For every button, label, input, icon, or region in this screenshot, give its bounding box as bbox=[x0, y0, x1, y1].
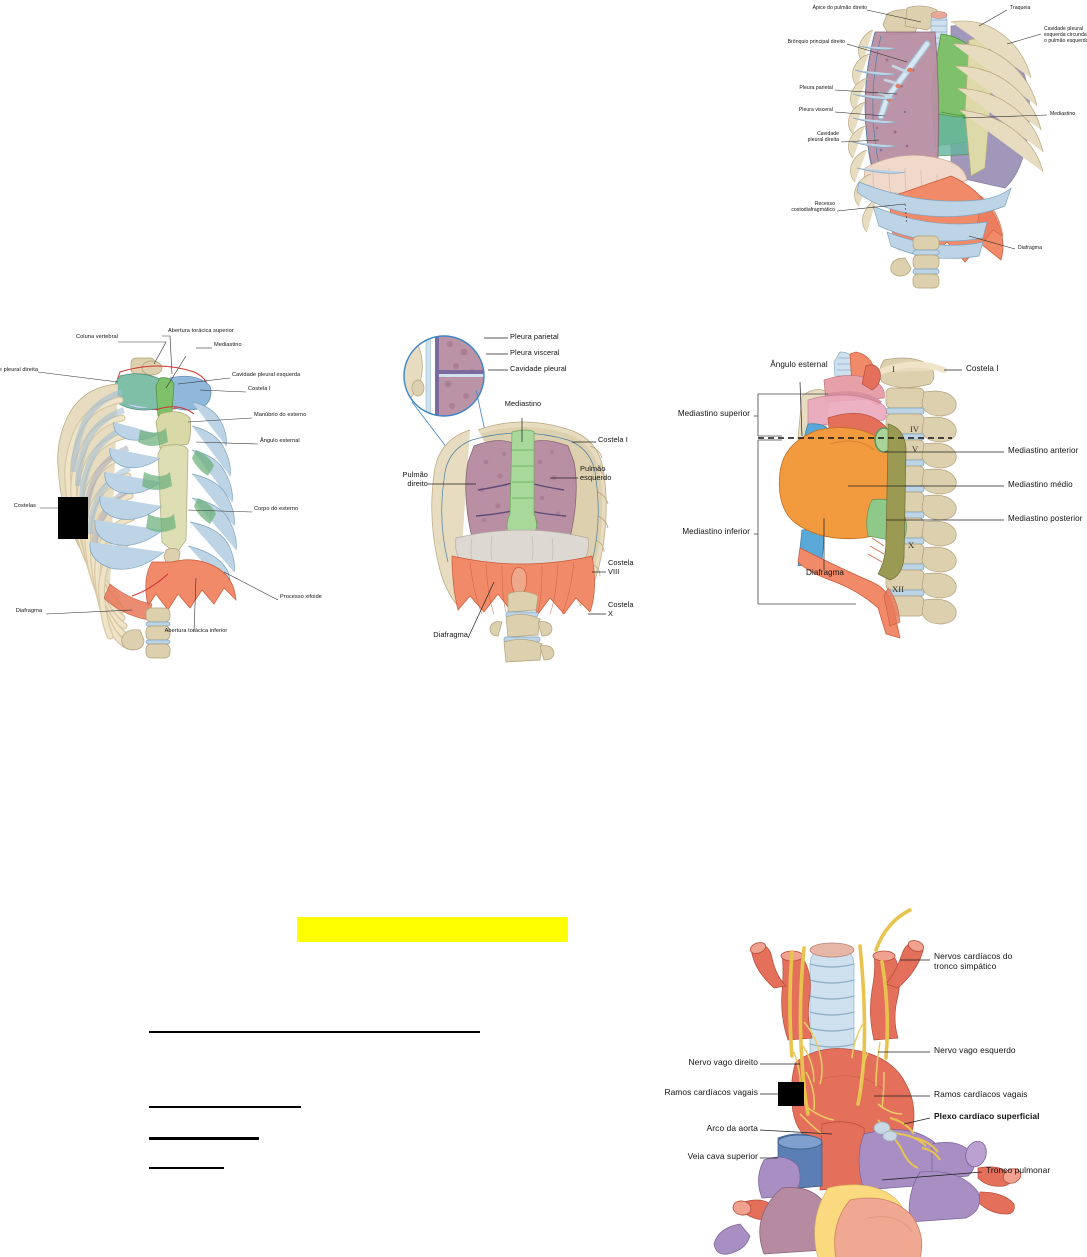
label-diafragma-4: Diafragma bbox=[805, 568, 845, 577]
label-mediastino-3: Mediastino bbox=[504, 399, 542, 408]
label-pleura-parietal: Pleura parietal bbox=[799, 85, 833, 91]
pleural-cavities-illustration bbox=[834, 5, 1048, 289]
label-cavidade-pleural-esquerda: Cavidade pleural esquerda circundando o … bbox=[1044, 26, 1087, 44]
label-corpo-esterno: Corpo do esterno bbox=[254, 506, 299, 512]
label-manubrio-esterno: Manúbrio do esterno bbox=[254, 412, 307, 418]
label-veia-cava-superior: Veia cava superior bbox=[687, 1151, 758, 1161]
figure-mediastinum-divisions: I IV V X XII Ângulo esternal Mediastino … bbox=[652, 351, 1087, 642]
label-costelas: Costelas bbox=[13, 503, 36, 509]
label-costela-i: Costela I bbox=[248, 386, 271, 392]
label-angulo-esternal: Ângulo esternal bbox=[260, 438, 300, 444]
label-tronco-pulmonar: Tronco pulmonar bbox=[986, 1165, 1051, 1175]
vertebrae-bottom bbox=[489, 591, 555, 663]
horizontal-rule-3 bbox=[149, 1137, 259, 1140]
label-nervo-vago-esquerdo: Nervo vago esquerdo bbox=[934, 1045, 1016, 1055]
vertebra-numeral-V: V bbox=[912, 444, 919, 454]
label-pleura-visceral: Pleura visceral bbox=[798, 107, 833, 113]
label-diafragma-3: Diafragma bbox=[433, 630, 468, 639]
vertebra-numeral-XII: XII bbox=[892, 584, 904, 594]
label-cavidade-pleural-direita: Cavidade pleural direita bbox=[807, 131, 839, 143]
label-bronquio-principal-direito: Brônquio principal direito bbox=[787, 39, 845, 45]
label-mediastino-superior: Mediastino superior bbox=[677, 409, 750, 418]
horizontal-rule-1 bbox=[149, 1031, 480, 1033]
horizontal-rule-2 bbox=[149, 1106, 301, 1108]
label-plexo-cardiaco-superficial: Plexo cardíaco superficial bbox=[934, 1111, 1040, 1121]
figure-cardiac-plexus: Nervos cardíacos do tronco simpático Ner… bbox=[632, 902, 1087, 1257]
label-diafragma-2: Diafragma bbox=[15, 608, 42, 614]
label-apice-pulmao-direito: Ápice do pulmão direito bbox=[812, 5, 867, 11]
ribs-left bbox=[950, 20, 1044, 173]
label-nervo-vago-direito: Nervo vago direito bbox=[688, 1057, 758, 1067]
figure-pleural-cavities-3d: Ápice do pulmão direito Brônquio princip… bbox=[755, 0, 1087, 300]
label-costela-viii: Costela VIII bbox=[608, 558, 634, 576]
label-nervos-cardiacos-simpatico: Nervos cardíacos do tronco simpático bbox=[934, 951, 1013, 971]
label-abertura-toracica-superior: Abertura torácica superior bbox=[168, 328, 234, 334]
ribs-right bbox=[848, 29, 878, 233]
label-mediastino-medio: Mediastino médio bbox=[1008, 480, 1073, 489]
label-mediastino-anterior: Mediastino anterior bbox=[1008, 446, 1079, 455]
label-mediastino-inferior: Mediastino inferior bbox=[682, 527, 750, 536]
vertebra-numeral-I: I bbox=[892, 364, 895, 374]
horizontal-rule-4 bbox=[149, 1167, 224, 1169]
transverse-pleura-illustration bbox=[403, 335, 609, 663]
thoracic-cage-illustration bbox=[37, 335, 279, 659]
label-mediastino-posterior: Mediastino posterior bbox=[1008, 514, 1083, 523]
lumbar-spine bbox=[121, 607, 171, 659]
label-costela-i-4: Costela I bbox=[966, 364, 999, 373]
label-inset-pleura-parietal: Pleura parietal bbox=[510, 332, 559, 341]
label-diafragma: Diafragma bbox=[1018, 245, 1042, 251]
label-cavidade-pleural-direita-2: Cavidade pleural direita bbox=[0, 367, 38, 373]
label-pulmao-esquerdo: Pulmão esquerdo bbox=[580, 464, 612, 482]
label-processo-xifoide: Processo xifoide bbox=[280, 594, 322, 600]
label-arco-da-aorta: Arco da aorta bbox=[706, 1123, 758, 1133]
label-costela-i-3: Costela I bbox=[598, 435, 628, 444]
label-mediastino-2: Mediastino bbox=[214, 342, 242, 348]
figure-transverse-pleura: Pleura parietal Pleura visceral Cavidade… bbox=[382, 326, 662, 666]
vertebra-numeral-X: X bbox=[908, 540, 915, 550]
label-traqueia: Traqueia bbox=[1010, 5, 1031, 11]
lumbar-spine bbox=[890, 235, 940, 289]
label-abertura-toracica-inferior: Abertura torácica inferior bbox=[164, 628, 228, 634]
cardiac-plexus-illustration bbox=[713, 908, 1022, 1257]
label-recesso-costodiafragmatico: Recesso costodiafragmático bbox=[791, 201, 835, 213]
figure-thoracic-cage: Coluna vertebral Abertura torácica super… bbox=[0, 322, 372, 672]
label-ramos-cardiacos-vagais-right: Ramos cardíacos vagais bbox=[934, 1089, 1028, 1099]
label-mediastino: Mediastino bbox=[1050, 111, 1076, 117]
label-inset-pleura-visceral: Pleura visceral bbox=[510, 348, 560, 357]
label-costela-x: Costela X bbox=[608, 600, 634, 618]
label-angulo-esternal: Ângulo esternal bbox=[770, 360, 828, 369]
label-ramos-cardiacos-vagais-left: Ramos cardíacos vagais bbox=[664, 1087, 758, 1097]
label-coluna-vertebral: Coluna vertebral bbox=[76, 334, 118, 340]
label-cavidade-pleural-esquerda-2: Cavidade pleural esquerda bbox=[232, 372, 301, 378]
label-pulmao-direito: Pulmão direito bbox=[402, 470, 428, 488]
label-inset-cavidade-pleural: Cavidade pleural bbox=[510, 364, 567, 373]
mediastinum-divisions-illustration bbox=[754, 351, 1004, 639]
yellow-highlight-bar[interactable] bbox=[297, 917, 568, 942]
right-main-bronchus-shape bbox=[877, 40, 931, 120]
vertebra-numeral-IV: IV bbox=[910, 424, 920, 434]
